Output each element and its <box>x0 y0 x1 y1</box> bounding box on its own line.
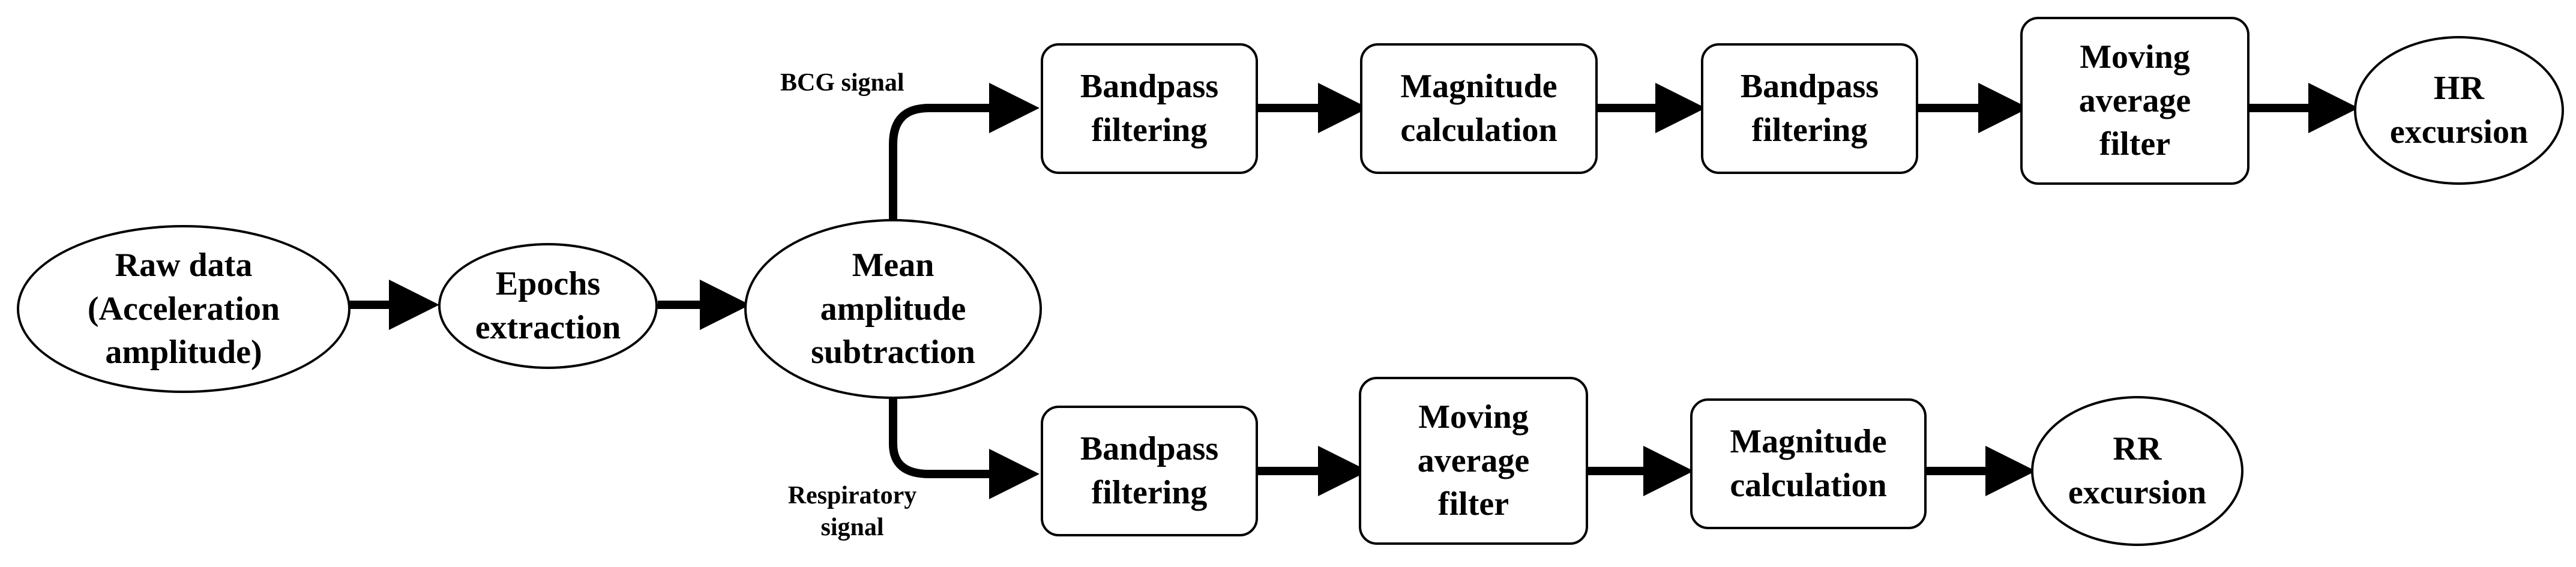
bcg-bandpass-filtering-2-node: Bandpass filtering <box>1701 43 1918 174</box>
arrow-mean-to-respiratory-branch <box>889 396 1040 499</box>
hr-excursion-node: HR excursion <box>2354 36 2564 185</box>
rr-excursion-node: RR excursion <box>2031 396 2243 546</box>
epochs-extraction-node: Epochs extraction <box>438 243 658 369</box>
arrow-mean-to-bcg-branch <box>889 83 1040 228</box>
bcg-signal-label: BCG signal <box>780 69 904 97</box>
bcg-magnitude-calculation-node: Magnitude calculation <box>1360 43 1598 174</box>
resp-magnitude-calculation-node: Magnitude calculation <box>1690 398 1927 529</box>
resp-moving-average-filter-node: Moving average filter <box>1359 377 1588 545</box>
bcg-bandpass-filtering-node: Bandpass filtering <box>1041 43 1258 174</box>
resp-bandpass-filtering-node: Bandpass filtering <box>1041 406 1258 536</box>
raw-data-node: Raw data (Acceleration amplitude) <box>17 225 351 393</box>
mean-amplitude-subtraction-node: Mean amplitude subtraction <box>744 219 1042 399</box>
respiratory-signal-label: Respiratory signal <box>787 482 917 541</box>
bcg-moving-average-filter-node: Moving average filter <box>2020 17 2249 185</box>
